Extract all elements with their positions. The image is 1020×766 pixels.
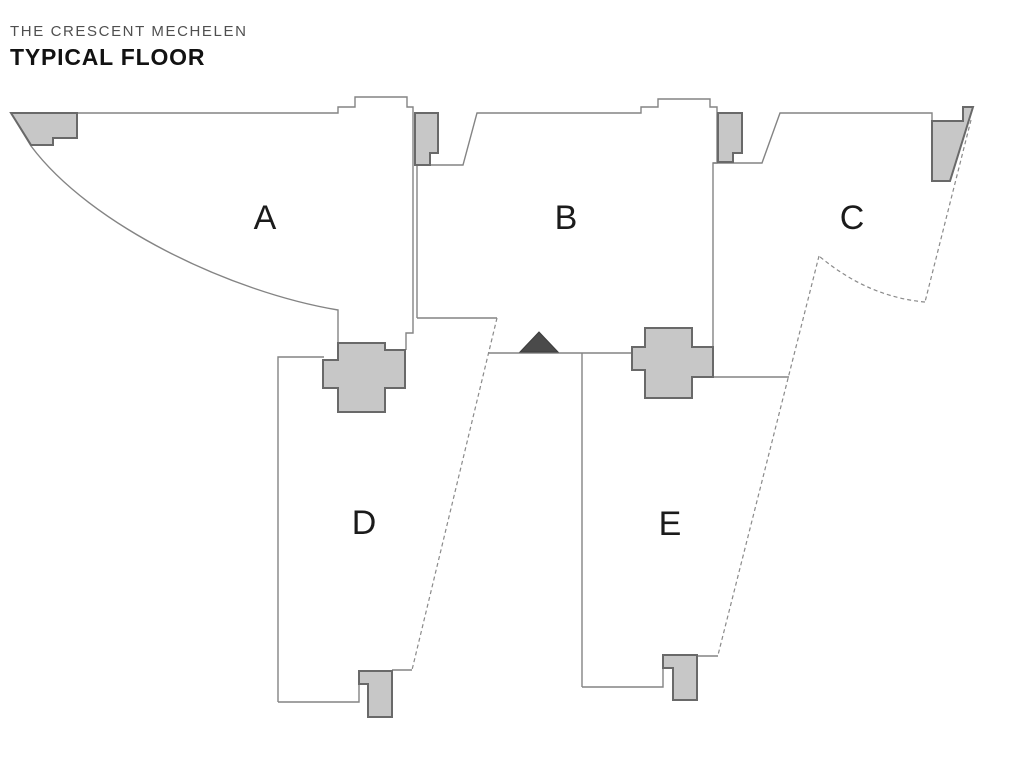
unit-c-bottom-boundary [818,255,926,303]
unit-a-curved-facade [10,112,339,358]
core-c-corner-block [931,106,975,182]
unit-e-bottom-wall [582,668,664,688]
dashed-boundaries [411,119,972,671]
unit-c-e-diagonal-boundary [717,255,820,656]
unit-d-right-boundary [411,317,498,671]
unit-a-top-right-outline [11,96,414,350]
unit-c-right-boundary [924,119,972,303]
unit-label-e: E [659,505,682,543]
unit-label-b: B [555,199,578,237]
core-d-stair-cross [322,342,406,413]
service-cores [9,106,975,718]
unit-labels: A B C D E [254,199,865,543]
wall-lines [10,96,933,703]
core-a-corner-block [9,112,78,146]
core-e-stair-cross [631,327,714,399]
core-e-bottom-block [662,654,698,701]
core-d-bottom-block [358,670,393,718]
title-block: THE CRESCENT MECHELEN TYPICAL FLOOR [10,23,248,70]
unit-label-a: A [254,199,277,237]
unit-c-top-outline [713,112,933,164]
unit-label-c: C [840,199,865,237]
core-b-c-wall-block [717,112,743,163]
entrance-marker-icon [518,331,560,353]
unit-label-d: D [352,504,377,542]
plan-title: TYPICAL FLOOR [10,43,206,70]
unit-d-left-top-outline [277,356,324,702]
project-name: THE CRESCENT MECHELEN [10,23,248,40]
unit-d-bottom-wall [278,684,360,703]
core-a-b-wall-block [414,112,439,166]
